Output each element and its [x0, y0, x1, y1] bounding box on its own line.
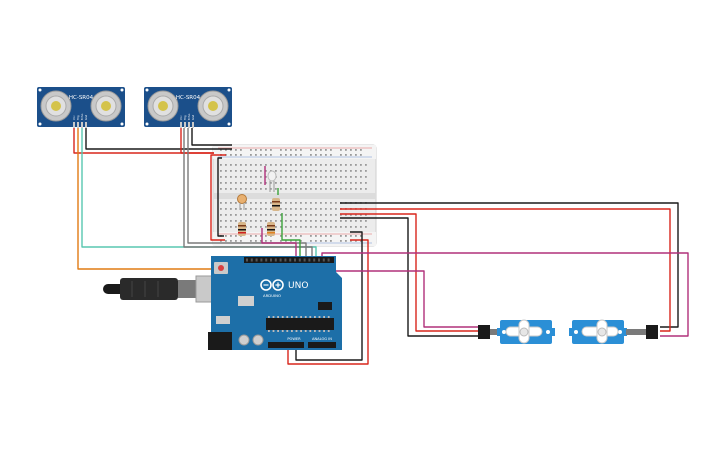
servo-horn-icon — [581, 319, 619, 344]
breadboard[interactable] — [212, 144, 377, 247]
wire-servo1-black[interactable] — [340, 217, 478, 337]
power-label: POWER — [287, 337, 301, 341]
wire-sensor1-gnd[interactable] — [85, 128, 232, 150]
wire-servo1-red[interactable] — [340, 213, 478, 332]
sensor-pin-label: Trig — [76, 115, 80, 120]
wire-green-to-arduino[interactable] — [281, 213, 301, 258]
wire-servo2-black[interactable] — [340, 202, 679, 328]
sensor-pin-label: Gnd — [191, 114, 195, 120]
transducer-icon — [40, 90, 72, 122]
transducer-icon — [147, 90, 179, 122]
transducer-icon — [197, 90, 229, 122]
resistor-3[interactable] — [272, 198, 280, 211]
servo-connector — [478, 325, 490, 339]
power-jack-icon[interactable] — [208, 332, 232, 350]
sensor-pin-label: Vcc — [179, 115, 183, 120]
led[interactable] — [267, 170, 277, 192]
wire-bb-red-left[interactable] — [210, 154, 226, 241]
breadboard-holes — [220, 149, 367, 242]
ic-chip-icon — [266, 316, 334, 332]
sensor-pin-label: Gnd — [84, 114, 88, 120]
servo-motor-2[interactable] — [569, 319, 658, 344]
servo-motor-1[interactable] — [478, 319, 555, 344]
wire-sensor2-echo[interactable] — [187, 128, 307, 258]
wire-bb-black-left[interactable] — [217, 157, 224, 237]
wire-sensor1-vcc[interactable] — [73, 128, 214, 154]
digital-pins — [246, 258, 330, 262]
wire-magenta-to-arduino[interactable] — [261, 228, 297, 258]
wire-servo2-red[interactable] — [340, 208, 671, 332]
sensor-pin-label: Echo — [80, 113, 84, 120]
sensor-pin-label: Trig — [183, 115, 187, 120]
wire-sensor2-gnd[interactable] — [191, 128, 232, 146]
wire-sensor2-vcc[interactable] — [180, 128, 214, 154]
sensor-pin-label: Echo — [187, 113, 191, 120]
servo-horn-icon — [505, 319, 543, 344]
sensor-label: HC-SR04 — [69, 95, 94, 101]
arduino-uno[interactable]: UNO ARDUINO POWER ANALOG IN — [208, 256, 342, 350]
servo-connector — [646, 325, 658, 339]
usb-cable-icon[interactable] — [103, 275, 221, 303]
wire-servo1-magenta[interactable] — [325, 262, 478, 328]
photoresistor[interactable] — [237, 194, 247, 211]
arduino-logo — [260, 279, 284, 291]
power-header[interactable] — [268, 342, 304, 348]
arduino-brand: ARDUINO — [263, 293, 281, 298]
wire-gnd-black[interactable] — [295, 231, 363, 361]
analog-label: ANALOG IN — [312, 337, 332, 341]
sensor-pin-label: Vcc — [72, 115, 76, 120]
resistor-1[interactable] — [238, 222, 246, 236]
wire-sensor2-trig[interactable] — [183, 128, 313, 258]
analog-header[interactable] — [308, 342, 336, 348]
digital-header[interactable] — [244, 257, 334, 263]
uno-logo: UNO — [288, 281, 308, 291]
transducer-icon — [90, 90, 122, 122]
resistor-2[interactable] — [267, 222, 275, 236]
sensor-label: HC-SR04 — [176, 95, 201, 101]
